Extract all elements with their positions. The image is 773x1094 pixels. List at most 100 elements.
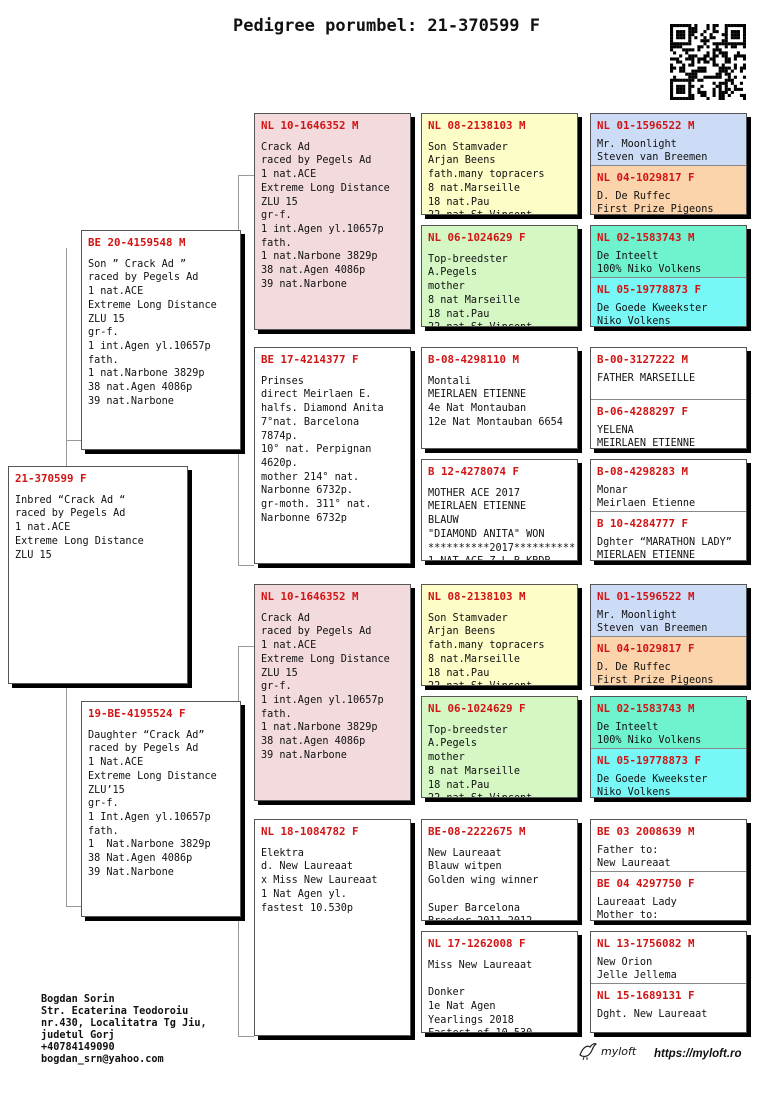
sd-sire-card[interactable]: B-08-4298110 M Montali MEIRLAEN ETIENNE …	[421, 347, 578, 449]
connector-line	[66, 684, 67, 906]
pigeon-description: Crack Ad raced by Pegels Ad 1 nat.ACE Ex…	[261, 141, 390, 290]
gen5-pair-card[interactable]: NL 01-1596522 M Mr. Moonlight Steven van…	[590, 584, 747, 686]
dam-card[interactable]: 19-BE-4195524 F Daughter “Crack Ad” race…	[81, 701, 241, 917]
website-link[interactable]: https://myloft.ro	[654, 1048, 742, 1060]
gen5-dam[interactable]: B-06-4288297 F YELENA MEIRLAEN ETIENNE	[591, 399, 746, 449]
ring-number: NL 04-1029817 F	[597, 171, 695, 184]
pigeon-description: Inbred “Crack Ad “ raced by Pegels Ad 1 …	[15, 494, 144, 561]
gen5-pair-card[interactable]: NL 01-1596522 M Mr. Moonlight Steven van…	[590, 113, 747, 215]
connector-line	[66, 440, 82, 441]
pigeon-icon	[579, 1043, 597, 1061]
pigeon-description: MOTHER ACE 2017 MEIRLAEN ETIENNE BLAUW "…	[428, 487, 576, 560]
owner-phone: +40784149090	[41, 1042, 115, 1053]
dd-sire-card[interactable]: BE-08-2222675 M New Laureaat Blauw witpe…	[421, 819, 578, 921]
gen5-pair-card[interactable]: NL 13-1756082 M New Orion Jelle Jellema …	[590, 931, 747, 1033]
gen5-sire[interactable]: NL 02-1583743 M De Inteelt 100% Niko Vol…	[591, 697, 746, 748]
connector-line	[238, 175, 254, 176]
pigeon-description: De Goede Kweekster Niko Volkens	[597, 773, 708, 798]
ring-number: NL 17-1262008 F	[428, 937, 526, 950]
owner-street: Str. Ecaterina Teodoroiu	[41, 1006, 189, 1017]
connector-line	[581, 826, 582, 916]
connector-line	[581, 466, 582, 556]
gen5-pair-card[interactable]: B-00-3127222 M FATHER MARSEILLE B-06-428…	[590, 347, 747, 449]
gen5-sire[interactable]: B-08-4298283 M Monar Meirlaen Etienne	[591, 460, 746, 511]
gen5-pair-card[interactable]: B-08-4298283 M Monar Meirlaen Etienne B …	[590, 459, 747, 561]
gen5-dam[interactable]: NL 04-1029817 F D. De Ruffec First Prize…	[591, 636, 746, 686]
ring-number: B-00-3127222 M	[597, 353, 689, 366]
sire-card[interactable]: BE 20-4159548 M Son ” Crack Ad ” raced b…	[81, 230, 241, 450]
ring-number: 21-370599 F	[15, 472, 87, 485]
ds-sire-card[interactable]: NL 08-2138103 M Son Stamvader Arjan Been…	[421, 584, 578, 686]
connector-line	[581, 356, 582, 446]
ring-number: BE 20-4159548 M	[88, 236, 186, 249]
pigeon-description: Daughter “Crack Ad” raced by Pegels Ad 1…	[88, 729, 217, 878]
pigeon-description: Elektra d. New Laureaat x Miss New Laure…	[261, 847, 378, 914]
gen5-sire[interactable]: NL 02-1583743 M De Inteelt 100% Niko Vol…	[591, 226, 746, 277]
connector-line	[238, 646, 254, 647]
gen5-dam[interactable]: NL 15-1689131 F Dght. New Laureaat	[591, 983, 746, 1032]
ring-number: NL 13-1756082 M	[597, 937, 695, 950]
gen5-dam[interactable]: NL 05-19778873 F De Goede Kweekster Niko…	[591, 277, 746, 327]
connector-line	[413, 826, 414, 1031]
pigeon-description: De Goede Kweekster Niko Volkens	[597, 302, 708, 327]
qr-code-icon	[670, 24, 746, 100]
pigeon-description: D. De Ruffec First Prize Pigeons	[597, 190, 714, 215]
pigeon-description: Son ” Crack Ad ” raced by Pegels Ad 1 na…	[88, 258, 217, 407]
pigeon-description: Dght. New Laureaat	[597, 1008, 708, 1020]
ring-number: B-06-4288297 F	[597, 405, 689, 418]
dam-dam-card[interactable]: NL 18-1084782 F Elektra d. New Laureaat …	[254, 819, 411, 1036]
ring-number: BE 17-4214377 F	[261, 353, 359, 366]
dam-sire-card[interactable]: NL 10-1646352 M Crack Ad raced by Pegels…	[254, 584, 411, 801]
pigeon-description: Top-breedster A.Pegels mother 8 nat Mars…	[428, 253, 532, 326]
gen5-dam[interactable]: NL 05-19778873 F De Goede Kweekster Niko…	[591, 748, 746, 798]
ring-number: NL 01-1596522 M	[597, 590, 695, 603]
ring-number: 19-BE-4195524 F	[88, 707, 186, 720]
pigeon-description: Crack Ad raced by Pegels Ad 1 nat.ACE Ex…	[261, 612, 390, 761]
gen5-sire[interactable]: BE 03 2008639 M Father to: New Laureaat	[591, 820, 746, 871]
gen5-dam[interactable]: NL 04-1029817 F D. De Ruffec First Prize…	[591, 165, 746, 215]
gen5-dam[interactable]: BE 04 4297750 F Laureaat Lady Mother to:	[591, 871, 746, 920]
dd-dam-card[interactable]: NL 17-1262008 F Miss New Laureaat Donker…	[421, 931, 578, 1033]
pigeon-description: D. De Ruffec First Prize Pigeons	[597, 661, 714, 686]
ring-number: NL 05-19778873 F	[597, 754, 702, 767]
ring-number: NL 02-1583743 M	[597, 231, 695, 244]
ring-number: NL 08-2138103 M	[428, 590, 526, 603]
sd-dam-card[interactable]: B 12-4278074 F MOTHER ACE 2017 MEIRLAEN …	[421, 459, 578, 561]
pigeon-description: Miss New Laureaat Donker 1e Nat Agen Yea…	[428, 959, 533, 1032]
connector-line	[413, 120, 414, 325]
pigeon-description: New Orion Jelle Jellema	[597, 956, 677, 982]
pigeon-description: YELENA MEIRLAEN ETIENNE	[597, 424, 696, 449]
ss-dam-card[interactable]: NL 06-1024629 F Top-breedster A.Pegels m…	[421, 225, 578, 327]
ring-number: NL 02-1583743 M	[597, 702, 695, 715]
sire-dam-card[interactable]: BE 17-4214377 F Prinses direct Meirlaen …	[254, 347, 411, 564]
gen5-pair-card[interactable]: BE 03 2008639 M Father to: New Laureaat …	[590, 819, 747, 921]
gen5-pair-card[interactable]: NL 02-1583743 M De Inteelt 100% Niko Vol…	[590, 225, 747, 327]
connector-line	[581, 232, 582, 322]
gen5-sire[interactable]: NL 13-1756082 M New Orion Jelle Jellema	[591, 932, 746, 983]
sire-sire-card[interactable]: NL 10-1646352 M Crack Ad raced by Pegels…	[254, 113, 411, 330]
pigeon-description: Prinses direct Meirlaen E. halfs. Diamon…	[261, 375, 384, 524]
gen5-dam[interactable]: B 10-4284777 F Dghter “MARATHON LADY” MI…	[591, 511, 746, 560]
pigeon-description: Mr. Moonlight Steven van Breemen	[597, 138, 708, 164]
gen5-pair-card[interactable]: NL 02-1583743 M De Inteelt 100% Niko Vol…	[590, 696, 747, 798]
owner-email[interactable]: bogdan_srn@yahoo.com	[41, 1054, 164, 1065]
pigeon-description: Monar Meirlaen Etienne	[597, 484, 696, 510]
pigeon-description: Son Stamvader Arjan Beens fath.many topr…	[428, 141, 545, 214]
connector-line	[413, 356, 414, 561]
gen5-sire[interactable]: B-00-3127222 M FATHER MARSEILLE	[591, 348, 746, 399]
gen5-sire[interactable]: NL 01-1596522 M Mr. Moonlight Steven van…	[591, 114, 746, 165]
ring-number: NL 08-2138103 M	[428, 119, 526, 132]
page-title: Pedigree porumbel: 21-370599 F	[232, 16, 541, 36]
ss-sire-card[interactable]: NL 08-2138103 M Son Stamvader Arjan Been…	[421, 113, 578, 215]
gen5-sire[interactable]: NL 01-1596522 M Mr. Moonlight Steven van…	[591, 585, 746, 636]
ring-number: NL 10-1646352 M	[261, 590, 359, 603]
ring-number: NL 06-1024629 F	[428, 702, 526, 715]
ring-number: NL 10-1646352 M	[261, 119, 359, 132]
connector-line	[413, 591, 414, 796]
connector-line	[238, 1036, 254, 1037]
subject-pigeon-card[interactable]: 21-370599 F Inbred “Crack Ad “ raced by …	[8, 466, 188, 684]
connector-line	[581, 591, 582, 681]
ds-dam-card[interactable]: NL 06-1024629 F Top-breedster A.Pegels m…	[421, 696, 578, 798]
pigeon-description: Father to: New Laureaat	[597, 844, 671, 870]
pigeon-description: New Laureaat Blauw witpen Golden wing wi…	[428, 847, 539, 920]
